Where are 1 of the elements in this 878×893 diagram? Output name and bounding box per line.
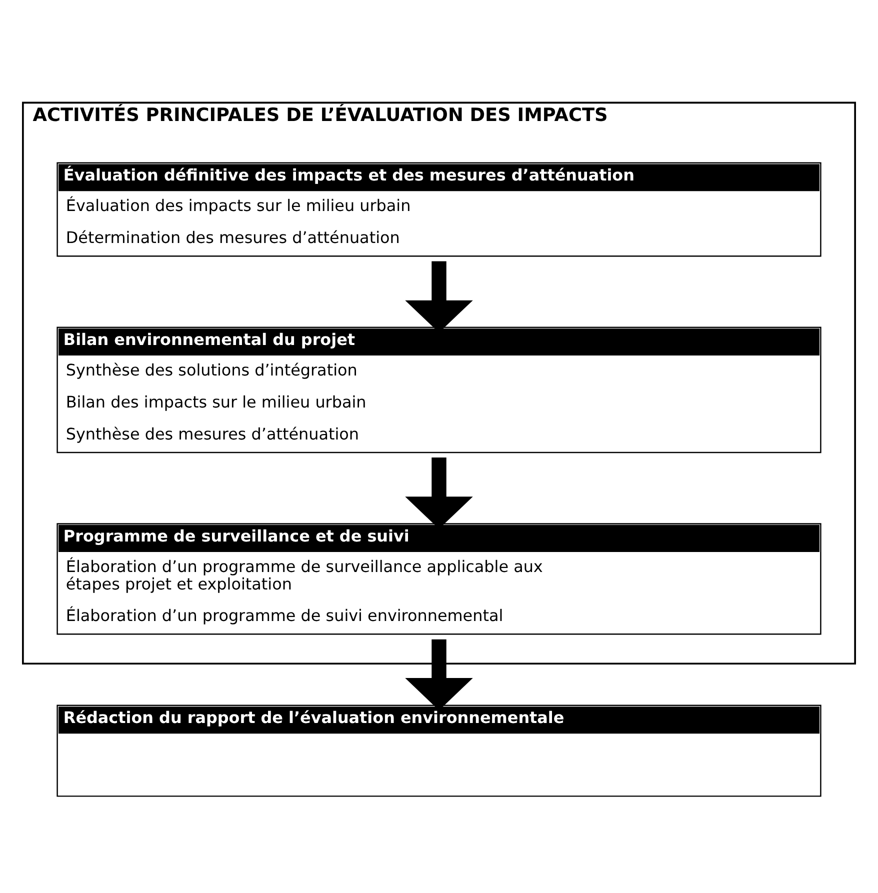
arrow: [405, 638, 473, 710]
